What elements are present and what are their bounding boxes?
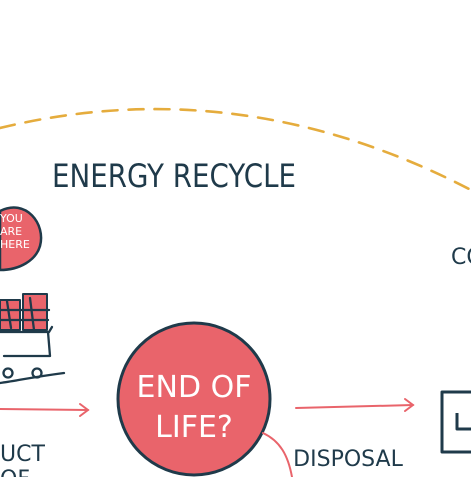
end-of-life-line-2: LIFE? <box>155 410 233 445</box>
energy-recycle-label: ENERGY RECYCLE <box>52 157 296 195</box>
you-are-here-line-2: ARE <box>0 225 22 238</box>
you-are-here-line-3: HERE <box>0 238 30 251</box>
end-of-life-line-1: END OF <box>137 370 252 405</box>
energy-recycle-loop-arc <box>0 107 471 192</box>
you-are-here-line-1: YOU <box>0 212 23 225</box>
product-partial-label-line-2: OF <box>0 467 30 477</box>
disposal-bin-icon <box>440 390 471 454</box>
right-partial-label: CO <box>451 245 471 270</box>
arrow-to-disposal <box>295 398 415 412</box>
product-partial-label-line-1: UCT <box>0 442 45 467</box>
arrow-to-end-of-life <box>0 403 90 417</box>
shopping-cart-icon <box>0 293 66 385</box>
map-pin-icon: YOU ARE HERE <box>0 206 43 272</box>
end-of-life-node <box>116 321 272 477</box>
disposal-label: DISPOSAL <box>293 447 403 472</box>
arrow-to-lower-branch <box>262 432 293 477</box>
